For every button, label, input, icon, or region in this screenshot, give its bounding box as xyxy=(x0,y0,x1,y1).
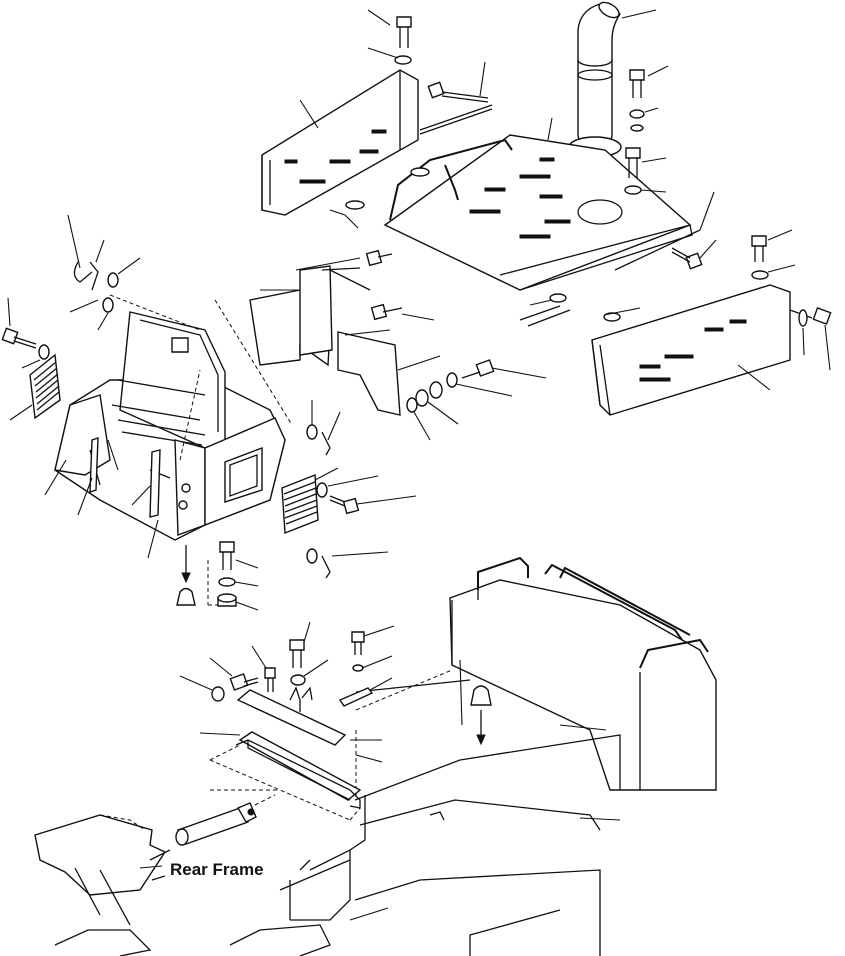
top-hardware xyxy=(330,10,668,326)
bolt-hood-mid xyxy=(626,148,666,178)
bolt-top-left xyxy=(368,10,411,48)
left-side-cover xyxy=(262,70,418,215)
radiator-guard xyxy=(45,295,292,558)
arrow-lift-hook-2 xyxy=(471,686,491,744)
right-grille xyxy=(282,468,338,533)
right-side-cover xyxy=(592,285,831,415)
bolt-hood-right-lower xyxy=(752,230,795,279)
sleeve-pipe xyxy=(176,790,280,845)
bolt-right-panel xyxy=(790,308,831,370)
bolt-hood-right xyxy=(630,66,668,98)
bolt-left-side xyxy=(2,298,36,348)
bolt-bracket-1 xyxy=(290,622,310,668)
bolt-angled-top xyxy=(428,62,488,102)
bolt-bracket-2 xyxy=(352,626,394,655)
center-baffle-plates xyxy=(250,251,440,415)
bolt-center xyxy=(296,251,392,270)
left-hardware xyxy=(2,215,140,368)
bolt-guard xyxy=(330,496,416,513)
arrow-lift-hook xyxy=(177,545,195,605)
bottom-mount-bracket xyxy=(180,622,394,820)
rear-frame-label: Rear Frame xyxy=(170,860,264,879)
rear-frame xyxy=(35,815,170,956)
lower-bolt-stack xyxy=(208,542,258,610)
center-right-hardware xyxy=(407,360,546,440)
bolt-horizontal xyxy=(462,360,546,378)
bolt-hood-right-angled xyxy=(615,192,716,270)
engine-hood-cover xyxy=(385,118,692,290)
bolt-bracket-4 xyxy=(210,658,258,690)
bolt-center-2 xyxy=(372,305,434,320)
machine-body xyxy=(230,558,716,956)
left-grille xyxy=(10,355,60,420)
guard-hardware xyxy=(307,400,416,578)
bolt-bracket-3 xyxy=(252,646,275,692)
